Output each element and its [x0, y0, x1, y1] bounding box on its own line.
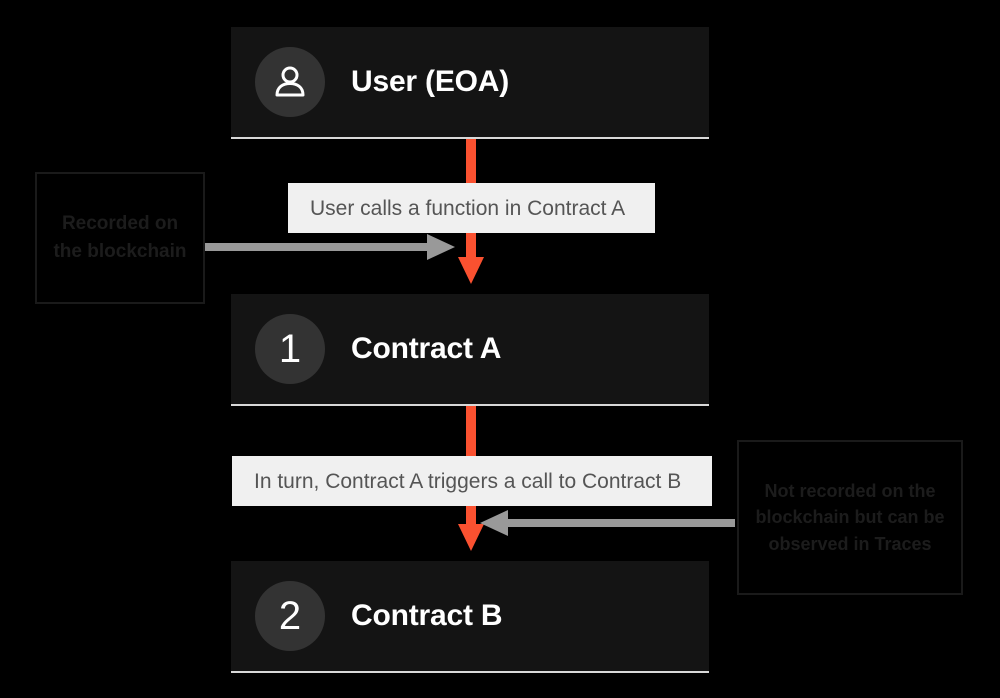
node-contract-b-label: Contract B [351, 599, 503, 632]
step-number-badge-1: 1 [255, 314, 325, 384]
node-user-label: User (EOA) [351, 65, 510, 98]
node-contract-a-label: Contract A [351, 332, 502, 365]
step-label-2: In turn, Contract A triggers a call to C… [232, 456, 712, 506]
node-contract-b[interactable]: 2 Contract B [231, 561, 709, 673]
person-icon [255, 47, 325, 117]
node-user[interactable]: User (EOA) [231, 27, 709, 139]
step-label-1: User calls a function in Contract A [288, 183, 655, 233]
step-number-badge-2: 2 [255, 581, 325, 651]
connector-arrow-left [205, 232, 455, 262]
node-contract-a[interactable]: 1 Contract A [231, 294, 709, 406]
connector-arrow-right [480, 508, 735, 538]
annotation-recorded-on-blockchain: Recorded on the blockchain [35, 172, 205, 304]
annotation-not-recorded-traces: Not recorded on the blockchain but can b… [737, 440, 963, 595]
